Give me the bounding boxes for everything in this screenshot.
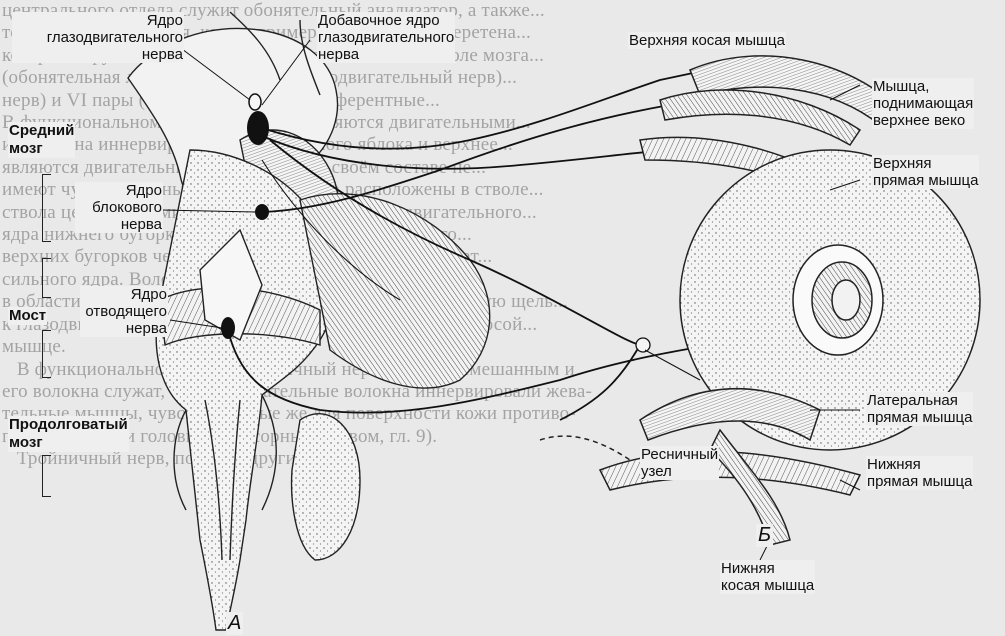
pons-bracket-upper [42,258,51,298]
midbrain-bracket [42,174,51,242]
brainstem [128,12,490,630]
label-trochlear-nucleus: Ядро блокового нерва [75,182,163,233]
pons-bracket-lower [42,330,51,378]
medulla-bracket [42,455,51,497]
label-ciliary-ganglion: Ресничный узел [640,446,719,480]
label-lateral-rectus: Латеральная прямая мышца [866,392,973,426]
label-levator-palpebrae: Мышца, поднимающая верхнее веко [872,78,974,129]
label-inferior-oblique: Нижняя косая мышца [720,560,815,594]
label-midbrain: Средний мозг [8,122,75,158]
panel-label-b: Б [756,524,773,547]
label-inferior-rectus: Нижняя прямая мышца [866,456,973,490]
panel-label-a: А [226,612,243,635]
label-oculomotor-nucleus: Ядро глазодвигательного нерва [12,12,184,63]
label-superior-oblique: Верхняя косая мышца [628,32,786,49]
label-abducens-nucleus: Ядро отводящего нерва [80,286,168,337]
label-medulla: Продолговатый мозг [8,416,129,452]
label-pons: Мост [8,307,47,325]
label-accessory-oculomotor-nucleus: Добавочное ядро глазодвигательного нерва [317,12,455,63]
label-superior-rectus: Верхняя прямая мышца [872,155,979,189]
